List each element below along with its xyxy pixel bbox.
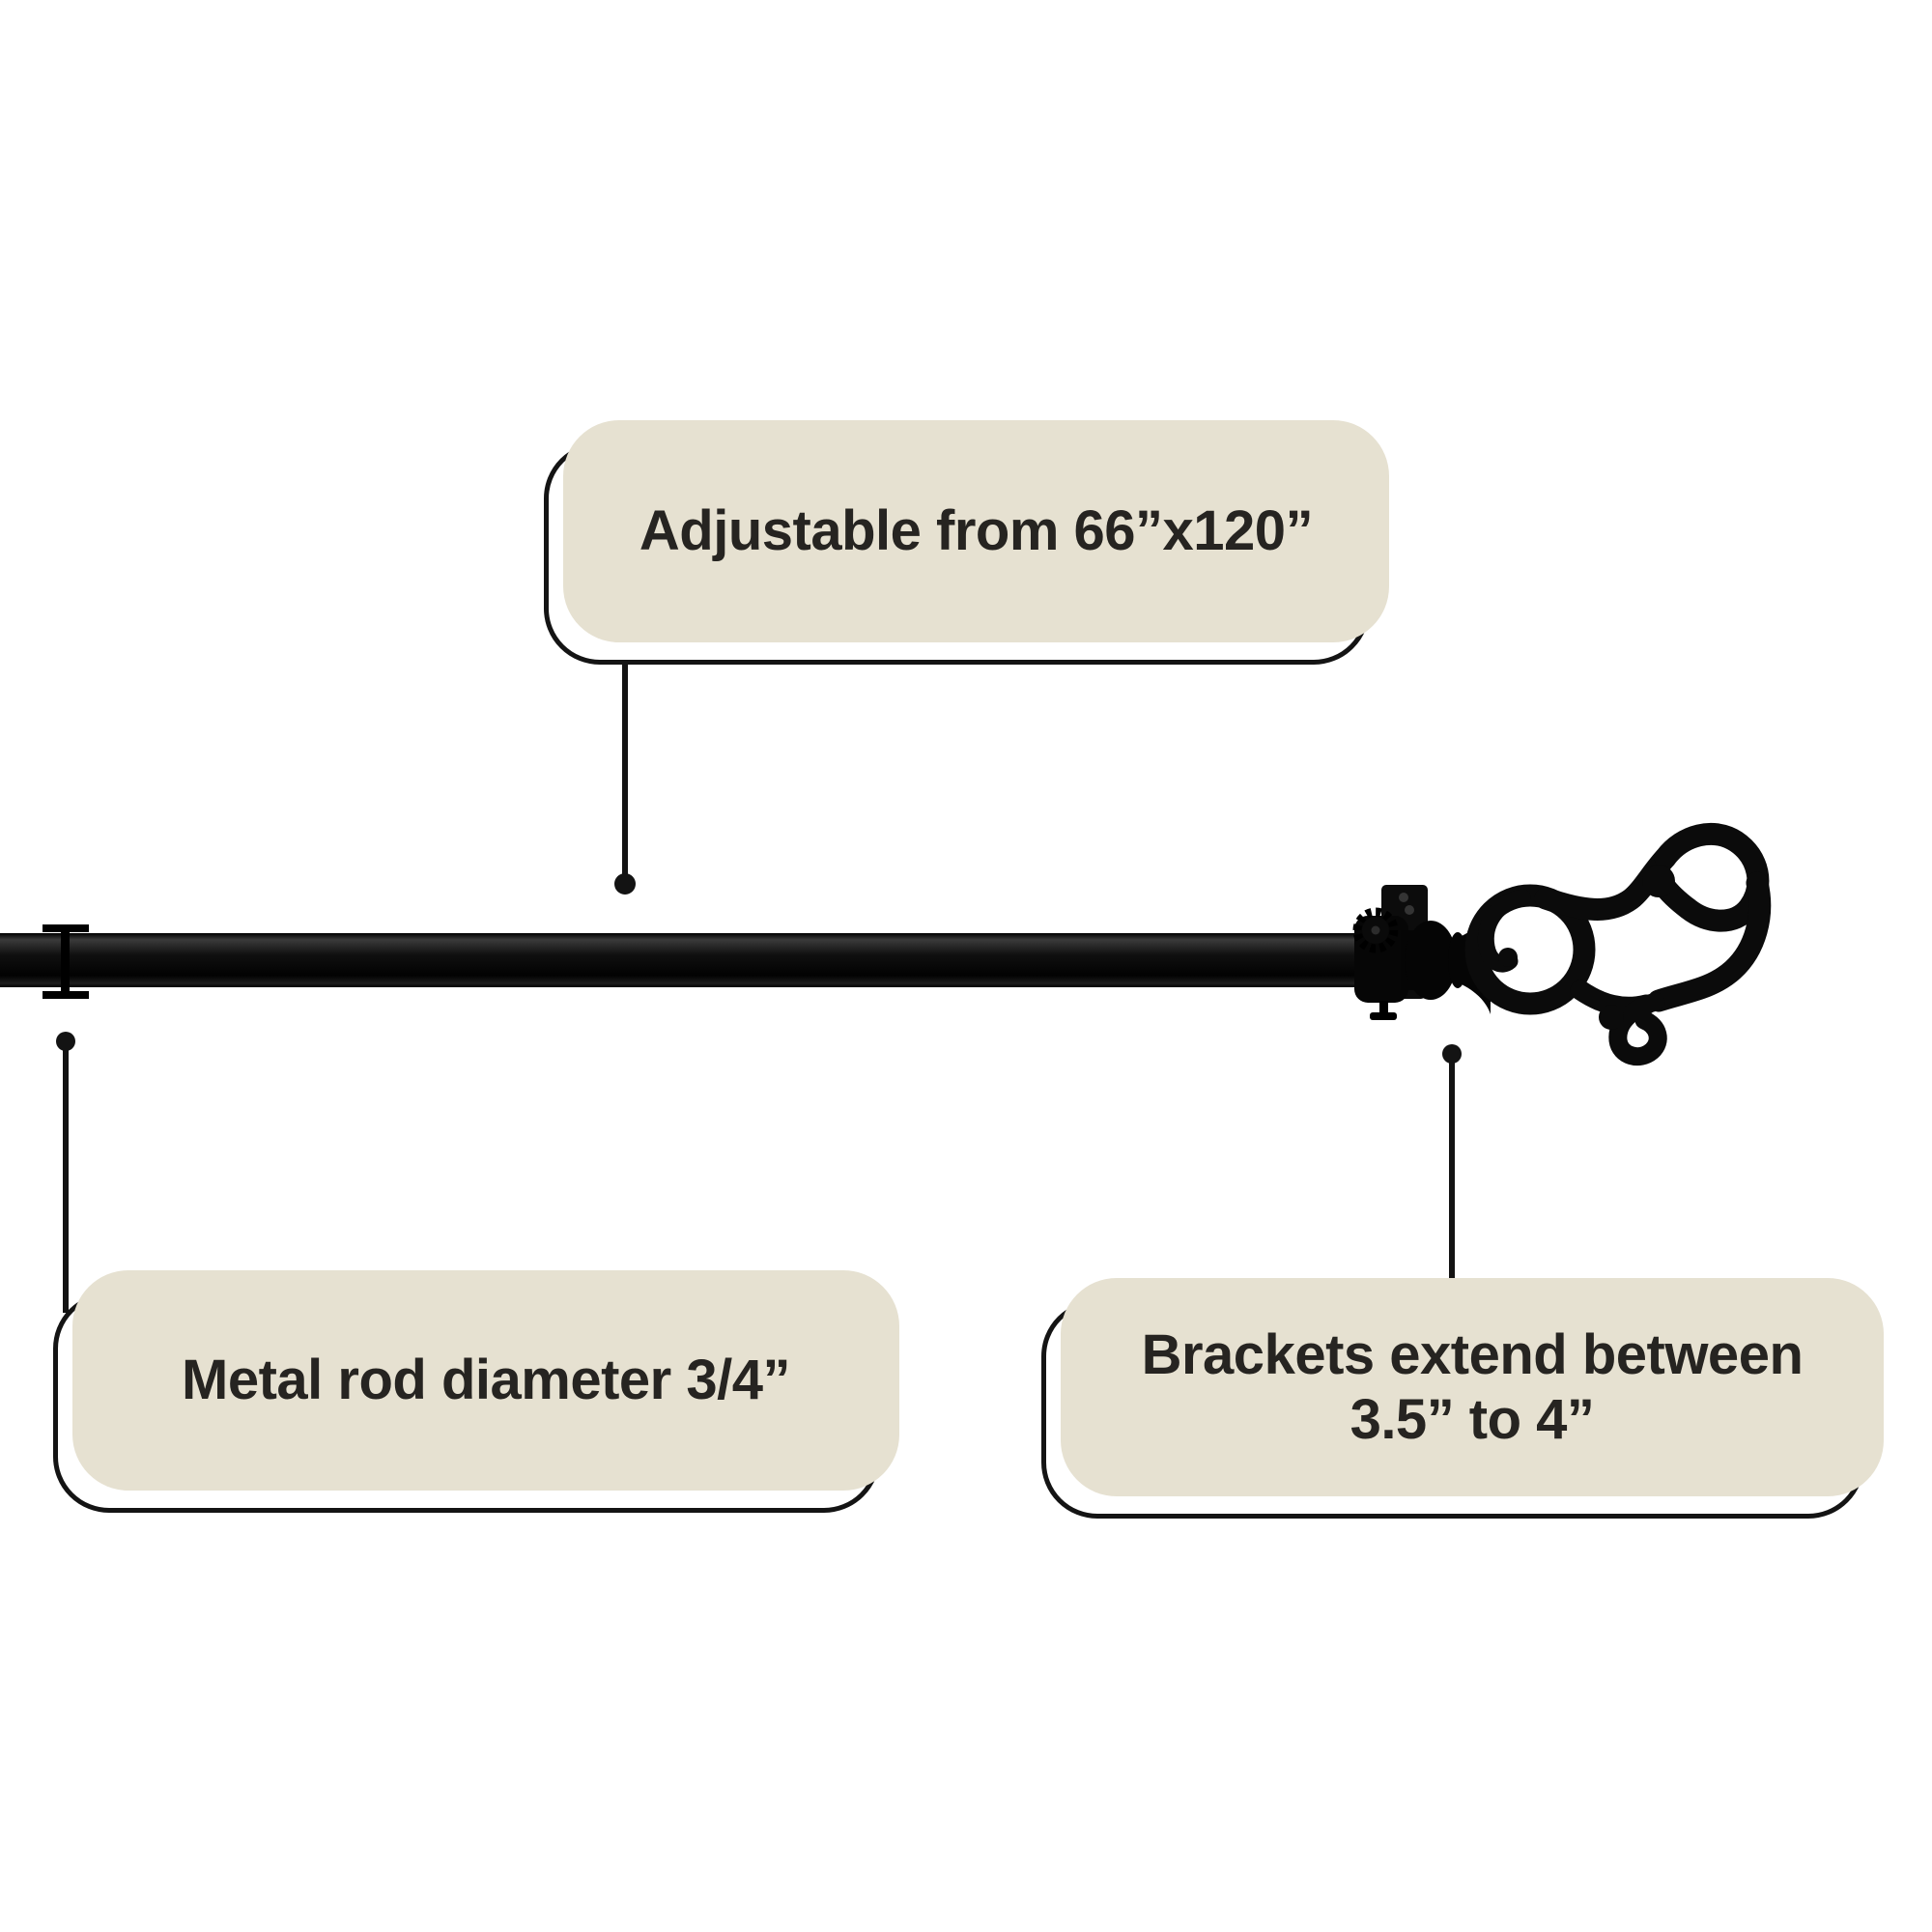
finial-bottom-hook <box>1608 992 1667 1066</box>
finial-top-ball <box>1642 865 1675 897</box>
thumbscrew-icon <box>1370 1001 1397 1020</box>
finial-base-bulge <box>1405 921 1457 1000</box>
bracket-screw-icon <box>1405 905 1414 915</box>
curtain-rod <box>0 933 1412 987</box>
callout-adjustable-length: Adjustable from 66”x120” <box>544 420 1389 665</box>
callout-bubble: Metal rod diameter 3/4” <box>72 1270 899 1491</box>
bracket-extension-label-line1: Brackets extend between <box>1141 1322 1804 1386</box>
leader-dot-top <box>614 873 636 895</box>
rod-diameter-label: Metal rod diameter 3/4” <box>182 1349 790 1412</box>
leader-dot-left <box>56 1032 75 1051</box>
callout-bubble: Brackets extend between 3.5” to 4” <box>1061 1278 1884 1496</box>
scroll-finial-balls <box>1498 865 1675 1030</box>
callout-bubble: Adjustable from 66”x120” <box>563 420 1389 642</box>
bracket-screw-icon <box>1399 893 1408 902</box>
finial-top-curl <box>1652 823 1770 932</box>
right-callout-leader <box>1442 1044 1462 1294</box>
callout-rod-diameter: Metal rod diameter 3/4” <box>53 1270 899 1513</box>
callout-bracket-extension: Brackets extend between 3.5” to 4” <box>1041 1278 1884 1519</box>
leader-dot-right <box>1442 1044 1462 1064</box>
finial-bottom-ball <box>1599 1005 1624 1030</box>
finial-spiral-ball <box>1498 948 1518 967</box>
rod-diameter-i-mark <box>43 924 89 999</box>
gear-knob-icon <box>1352 907 1399 953</box>
adjustable-length-label: Adjustable from 66”x120” <box>639 499 1314 563</box>
top-callout-leader <box>614 660 636 895</box>
bracket-extension-label-line2: 3.5” to 4” <box>1350 1388 1595 1451</box>
finial-descending-arm <box>1647 871 1772 1012</box>
left-callout-leader <box>56 1032 75 1313</box>
